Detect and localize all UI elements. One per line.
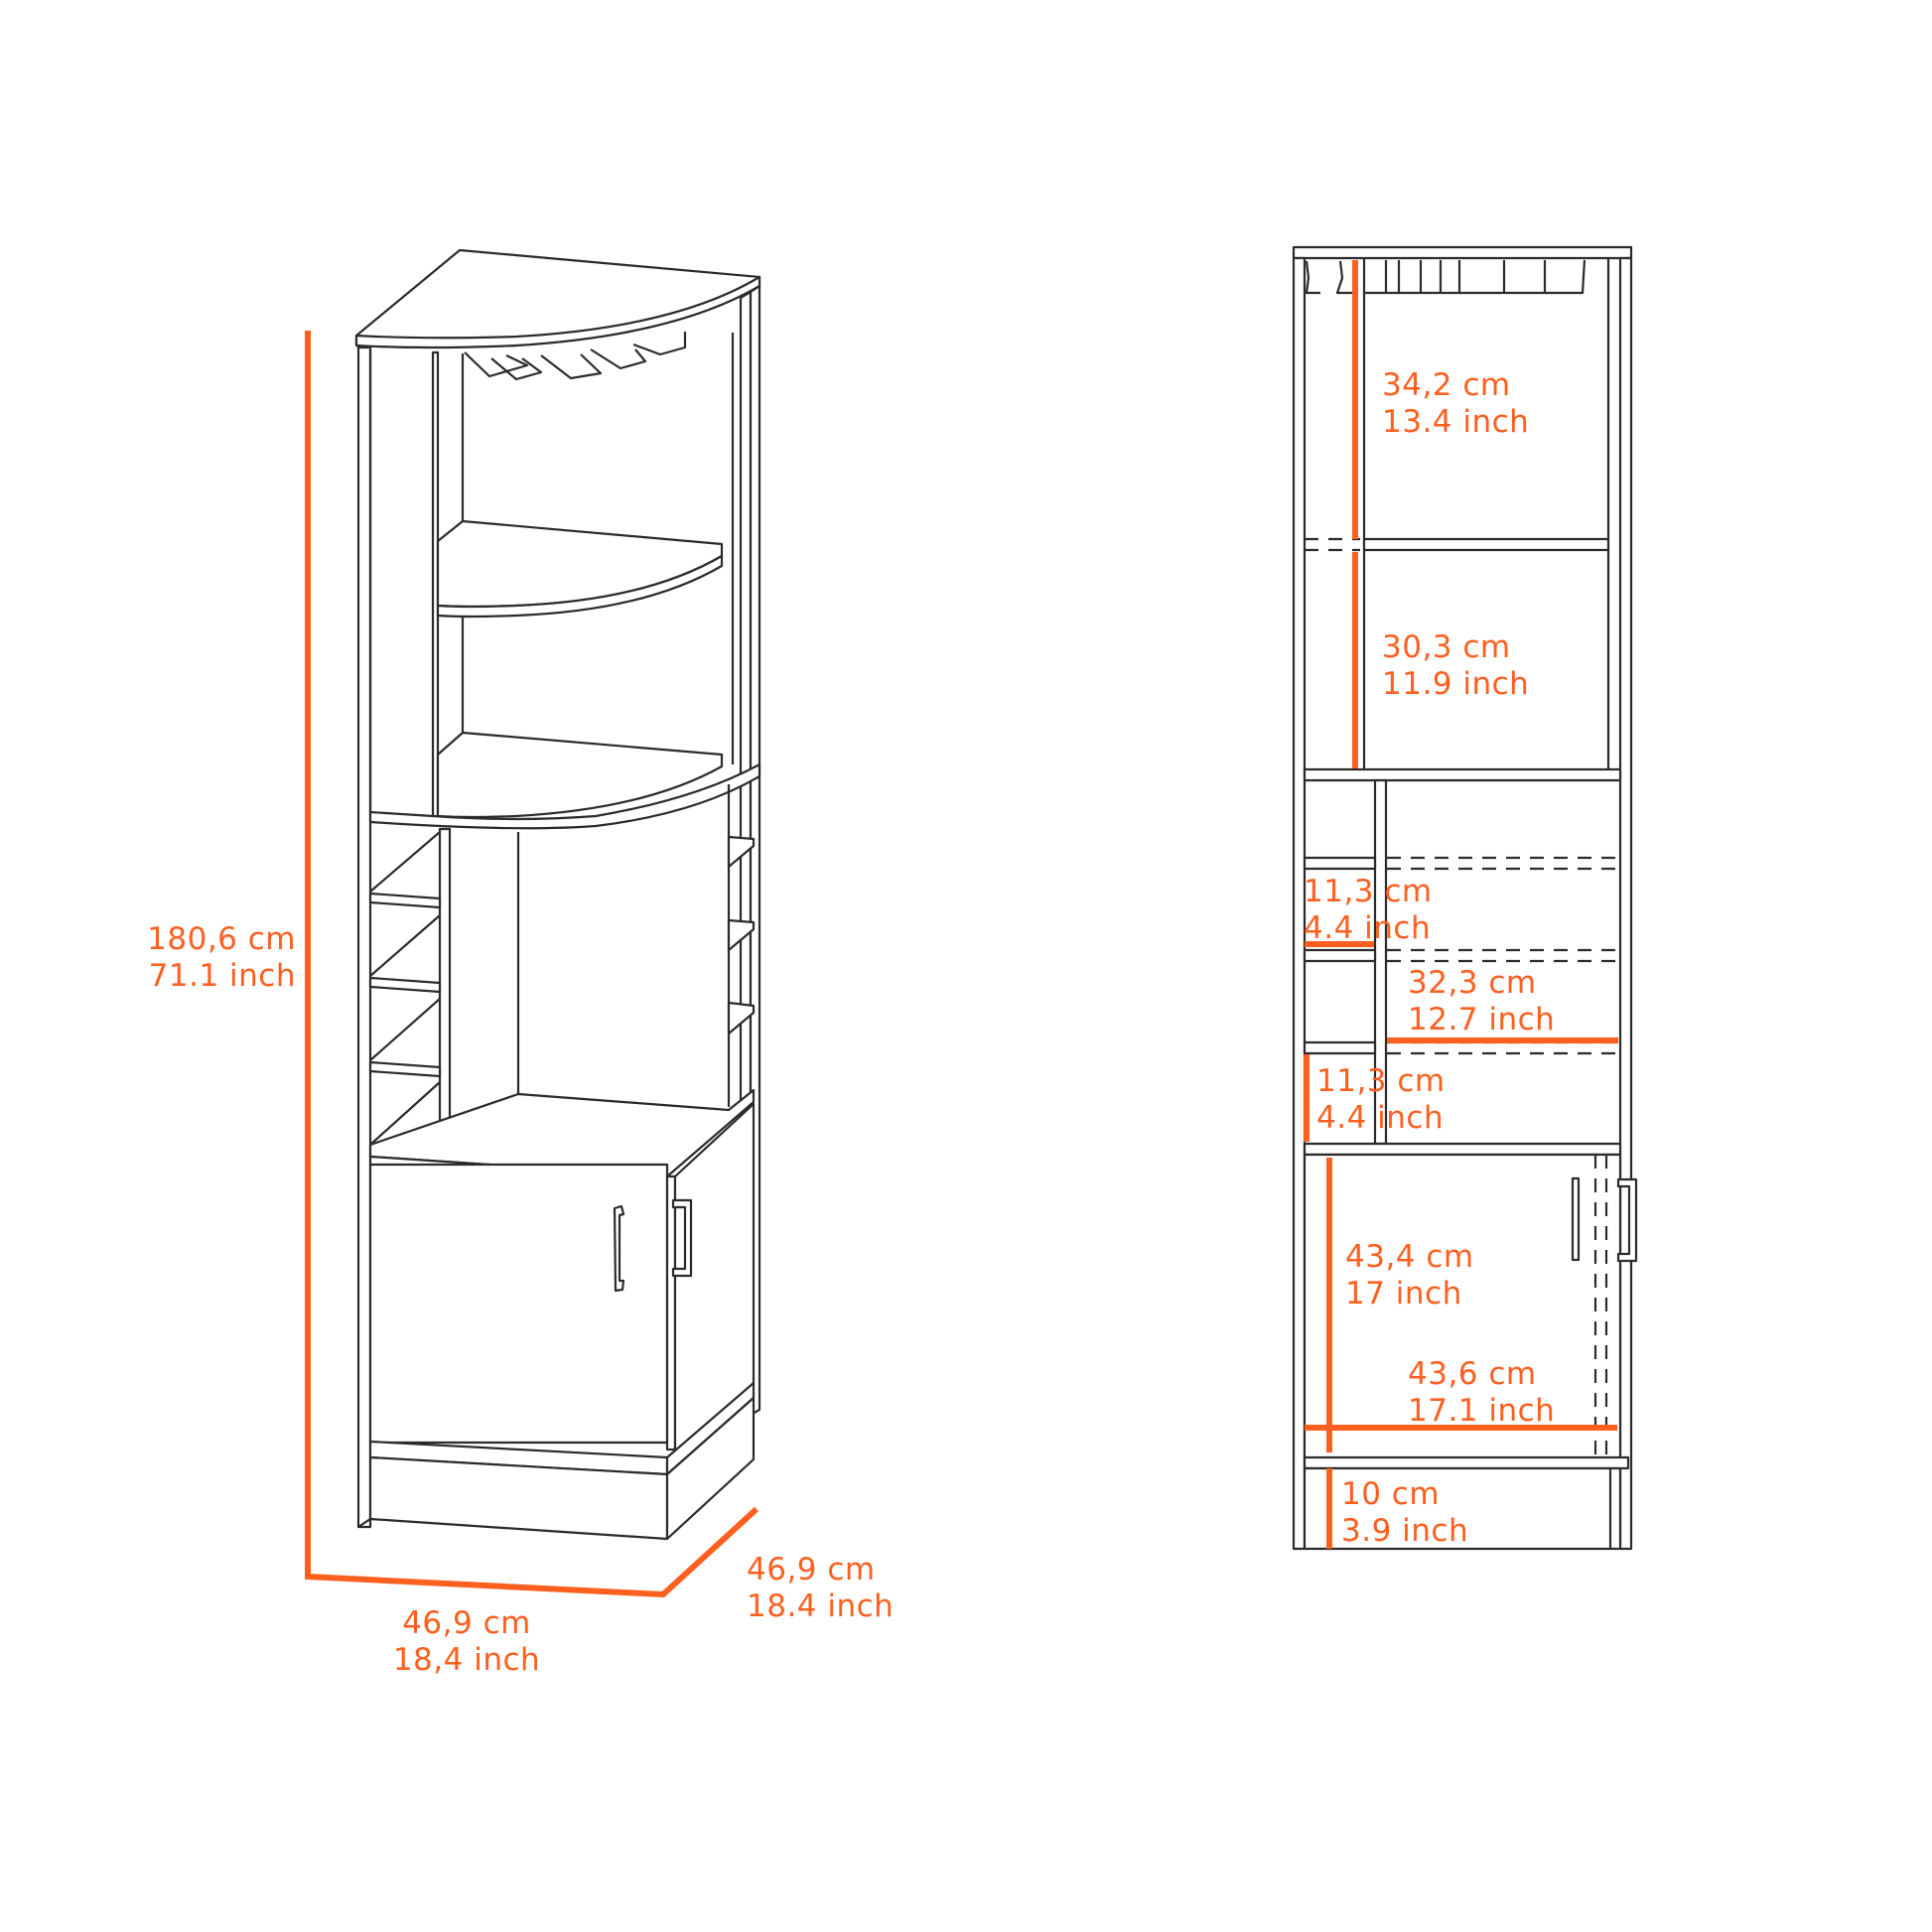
width-cm: 46,9 cm bbox=[402, 1605, 531, 1641]
right-dimension-lines bbox=[1304, 260, 1618, 1549]
dim-inch: 3.9 inch bbox=[1341, 1513, 1469, 1549]
dim-inch: 17 inch bbox=[1345, 1276, 1462, 1311]
dim-inch: 11.9 inch bbox=[1382, 666, 1530, 702]
dim-cm: 34,2 cm bbox=[1382, 367, 1511, 403]
door-handle-front-view bbox=[1571, 1176, 1581, 1262]
width-label: 46,9 cm 18,4 inch bbox=[377, 1605, 556, 1679]
dim-label-top-compartment: 34,2 cm 13.4 inch bbox=[1382, 367, 1529, 441]
dim-inch: 12.7 inch bbox=[1408, 1002, 1556, 1037]
depth-inch: 18.4 inch bbox=[747, 1588, 895, 1624]
glass-rack-front bbox=[1305, 259, 1587, 295]
dim-label-wine-cubby-upper: 11,3 cm 4.4 inch bbox=[1304, 874, 1433, 947]
left-dimension-lines bbox=[305, 331, 759, 1598]
dim-cm: 11,3 cm bbox=[1304, 874, 1433, 909]
door-handle-side bbox=[671, 1198, 693, 1278]
dim-label-wine-cubby-lower: 11,3 cm 4.4 inch bbox=[1316, 1063, 1446, 1137]
dim-cm: 32,3 cm bbox=[1408, 965, 1537, 1001]
height-cm: 180,6 cm bbox=[147, 921, 296, 957]
dim-label-open-shelf-width: 32,3 cm 12.7 inch bbox=[1408, 965, 1555, 1038]
height-label: 180,6 cm 71.1 inch bbox=[139, 921, 296, 995]
glass-rack bbox=[464, 332, 687, 381]
dim-label-base-height: 10 cm 3.9 inch bbox=[1341, 1476, 1468, 1550]
wine-cubbies bbox=[368, 827, 452, 1154]
dim-cm: 43,6 cm bbox=[1408, 1356, 1537, 1392]
dim-inch: 17.1 inch bbox=[1408, 1393, 1556, 1429]
width-inch: 18,4 inch bbox=[392, 1642, 541, 1678]
dim-cm: 10 cm bbox=[1341, 1476, 1441, 1512]
cabinet-door-front bbox=[368, 1163, 669, 1445]
door-handle-side-view bbox=[1616, 1177, 1638, 1263]
dim-label-cabinet-height: 43,4 cm 17 inch bbox=[1345, 1239, 1474, 1312]
dim-cm: 43,4 cm bbox=[1345, 1239, 1474, 1275]
dim-inch: 4.4 inch bbox=[1316, 1100, 1445, 1136]
dim-cm: 30,3 cm bbox=[1382, 629, 1511, 665]
door-handle-front bbox=[613, 1204, 625, 1293]
depth-cm: 46,9 cm bbox=[747, 1552, 876, 1587]
depth-label: 46,9 cm 18.4 inch bbox=[747, 1552, 894, 1625]
height-inch: 71.1 inch bbox=[148, 958, 296, 994]
left-cabinet bbox=[354, 248, 761, 1541]
dim-inch: 4.4 inch bbox=[1304, 910, 1432, 946]
dim-label-cabinet-width: 43,6 cm 17.1 inch bbox=[1408, 1356, 1555, 1430]
dim-cm: 11,3 cm bbox=[1316, 1063, 1446, 1099]
dim-inch: 13.4 inch bbox=[1382, 404, 1530, 440]
dim-label-middle-compartment: 30,3 cm 11.9 inch bbox=[1382, 629, 1529, 703]
right-cabinet bbox=[1292, 245, 1638, 1551]
